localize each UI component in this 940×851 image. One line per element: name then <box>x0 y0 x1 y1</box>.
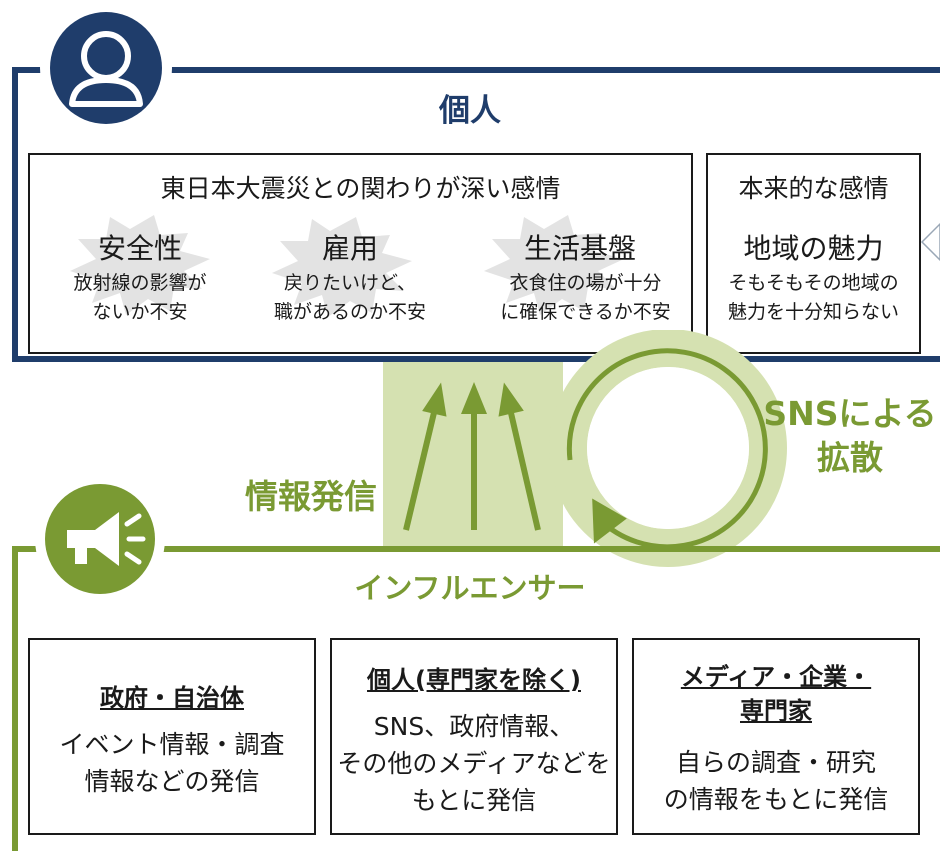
government-title: 政府・自治体 <box>100 684 244 712</box>
disaster-emotions-heading: 東日本大震災との関わりが深い感情 <box>160 174 561 203</box>
media-box: メディア・企業・ 専門家 自らの調査・研究 の情報をもとに発信 <box>632 638 920 835</box>
inherent-emotions-heading: 本来的な感情 <box>738 174 889 203</box>
media-title: メディア・企業・ 専門家 <box>634 660 918 728</box>
inherent-emotions-box: 本来的な感情 地域の魅力 そもそもその地域の 魅力を十分知らない <box>706 153 921 354</box>
media-desc-line: の情報をもとに発信 <box>663 785 889 814</box>
employment-desc-line: 戻りたいけど、 <box>283 272 417 294</box>
starburst-decorations <box>70 215 624 317</box>
individual-influencer-title: 個人(専門家を除く) <box>367 666 581 694</box>
individual-frame <box>12 67 940 362</box>
employment-title: 雇用 <box>321 232 378 265</box>
megaphone-icon <box>45 484 155 594</box>
individual-influencer-desc-line: SNS、政府情報、 <box>373 712 575 741</box>
individual-influencer-desc-line: もとに発信 <box>411 786 537 815</box>
disaster-emotions-box: 東日本大震災との関わりが深い感情 安全性 放射線の影響が ないか不安 雇用 戻り… <box>28 153 693 354</box>
media-title-line: 専門家 <box>740 697 812 725</box>
person-icon <box>50 12 162 124</box>
regional-appeal-desc-line: そもそもその地域の <box>728 272 899 294</box>
safety-desc-line: ないか不安 <box>92 301 188 323</box>
livelihood-desc-line: に確保できるか不安 <box>500 301 671 323</box>
government-desc: イベント情報・調査 情報などの発信 <box>30 726 314 800</box>
safety-desc: 放射線の影響が ないか不安 <box>30 269 250 327</box>
media-title-line: メディア・企業・ <box>680 663 872 691</box>
livelihood-title: 生活基盤 <box>523 232 636 265</box>
livelihood-desc-line: 衣食住の場が十分 <box>509 272 662 294</box>
safety-desc-line: 放射線の影響が <box>73 272 207 294</box>
influencer-frame <box>12 546 940 851</box>
sns-diffusion-line: SNSによる <box>763 394 937 433</box>
sns-diffusion-label: SNSによる 拡散 <box>760 392 940 480</box>
government-desc-line: 情報などの発信 <box>84 767 260 796</box>
callout-fragment <box>920 222 940 262</box>
individual-influencer-desc: SNS、政府情報、 その他のメディアなどを もとに発信 <box>332 708 616 819</box>
individual-influencer-desc-line: その他のメディアなどを <box>337 749 611 778</box>
safety-title: 安全性 <box>97 232 182 265</box>
government-box: 政府・自治体 イベント情報・調査 情報などの発信 <box>28 638 316 835</box>
sns-diffusion-line: 拡散 <box>817 438 883 477</box>
info-send-label: 情報発信 <box>245 477 377 516</box>
individual-title: 個人 <box>439 93 501 129</box>
influencer-title: インフルエンサー <box>354 571 586 605</box>
employment-desc: 戻りたいけど、 職があるのか不安 <box>250 269 450 327</box>
regional-appeal-desc-line: 魅力を十分知らない <box>727 301 899 323</box>
government-desc-line: イベント情報・調査 <box>59 730 285 759</box>
individual-influencer-box: 個人(専門家を除く) SNS、政府情報、 その他のメディアなどを もとに発信 <box>330 638 618 835</box>
employment-desc-line: 職があるのか不安 <box>273 301 426 323</box>
media-desc-line: 自らの調査・研究 <box>675 748 876 777</box>
regional-appeal-title: 地域の魅力 <box>743 232 884 265</box>
regional-appeal-desc: そもそもその地域の 魅力を十分知らない <box>708 269 919 327</box>
livelihood-desc: 衣食住の場が十分 に確保できるか不安 <box>480 269 691 327</box>
media-desc: 自らの調査・研究 の情報をもとに発信 <box>634 744 918 818</box>
